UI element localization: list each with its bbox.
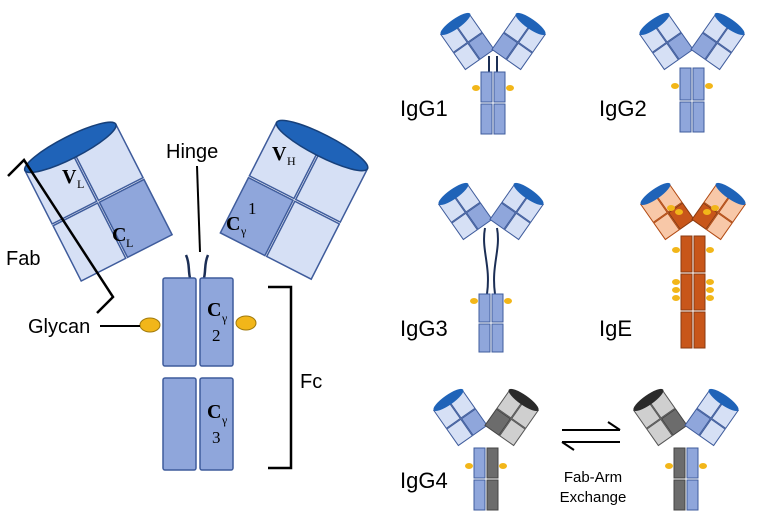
glycan-label: Glycan — [28, 316, 90, 338]
svg-text:γ: γ — [221, 311, 228, 325]
ch1-domain-left-arm — [98, 178, 174, 259]
cg2-domain-left — [162, 277, 197, 367]
igg4-structure — [432, 388, 540, 511]
domain-label-vl: V L — [62, 166, 84, 191]
hinge-pointer — [196, 165, 201, 253]
igg1-label: IgG1 — [400, 96, 448, 121]
svg-text:L: L — [77, 177, 84, 191]
equilibrium-arrows-icon — [561, 421, 621, 451]
igg2-label: IgG2 — [599, 96, 647, 121]
cg1-domain — [219, 176, 295, 257]
cg2-domain-right — [199, 277, 234, 367]
igg1-structure — [439, 12, 547, 135]
igg3-label: IgG3 — [400, 316, 448, 341]
exchange-label-line2: Exchange — [560, 489, 627, 506]
svg-text:2: 2 — [212, 326, 221, 345]
fab-bracket — [7, 158, 115, 314]
svg-text:γ: γ — [240, 224, 247, 238]
cg3-domain-right — [199, 377, 234, 471]
svg-text:V: V — [272, 143, 287, 165]
igg2-structure — [638, 12, 746, 133]
hinge-label: Hinge — [166, 141, 218, 163]
svg-text:L: L — [126, 236, 133, 250]
igg3-structure — [437, 182, 545, 353]
domain-label-vh: V H — [272, 143, 296, 168]
domain-label-cg3: C γ 3 — [207, 401, 228, 447]
svg-text:1: 1 — [248, 199, 257, 218]
cl-domain-right-arm — [265, 200, 341, 281]
svg-text:γ: γ — [221, 413, 228, 427]
fab-arm-right — [219, 119, 369, 281]
fab-label: Fab — [6, 248, 40, 270]
cg3-domain-left — [162, 377, 197, 471]
antigen-binding-tip-left — [23, 121, 117, 174]
svg-text:C: C — [112, 224, 126, 246]
domain-label-cg2: C γ 2 — [207, 299, 228, 345]
fc-label: Fc — [300, 371, 322, 393]
svg-text:V: V — [62, 166, 77, 188]
hinge-strand-left — [184, 254, 192, 279]
ige-label: IgE — [599, 316, 632, 341]
svg-text:C: C — [226, 213, 240, 235]
svg-text:3: 3 — [212, 428, 221, 447]
hinge-strand-right — [202, 254, 210, 279]
glycan-left — [139, 317, 161, 333]
svg-text:H: H — [287, 154, 296, 168]
cl-domain — [52, 202, 127, 283]
exchange-label-line1: Fab-Arm — [564, 469, 622, 486]
fab-arm-left — [23, 121, 174, 283]
svg-text:C: C — [207, 299, 221, 321]
antigen-binding-tip-right — [275, 119, 369, 172]
main-antibody: V L C L V H C γ 1 C γ 2 C γ 3 Hinge — [6, 119, 369, 471]
glycan-right — [235, 315, 257, 331]
igg4-exchanged-structure — [632, 388, 740, 511]
domain-label-cg1: C γ 1 — [226, 199, 257, 238]
igg4-label: IgG4 — [400, 468, 448, 493]
svg-text:C: C — [207, 401, 221, 423]
fc-bracket — [268, 285, 293, 470]
ige-structure — [639, 182, 747, 349]
domain-label-cl: C L — [112, 224, 133, 250]
